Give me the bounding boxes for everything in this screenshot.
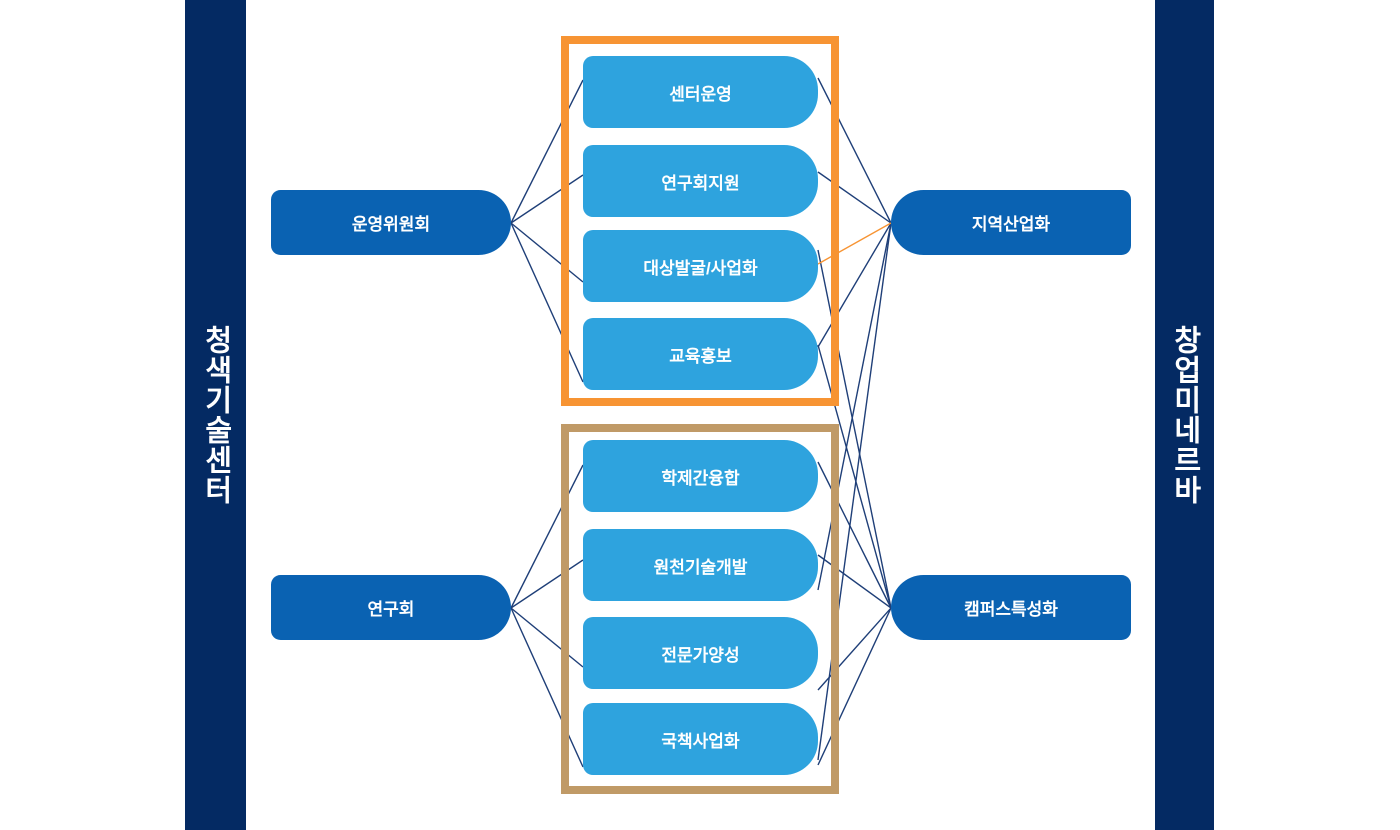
hub-operating-committee[interactable]: 운영위원회 xyxy=(271,190,511,255)
item-national-project-commercialization[interactable]: 국책사업화 xyxy=(583,703,818,775)
item-national-project-commercialization-label: 국책사업화 xyxy=(661,731,740,751)
item-interdisciplinary-convergence-label: 학제간융합 xyxy=(661,468,740,488)
item-interdisciplinary-convergence[interactable]: 학제간융합 xyxy=(583,440,818,512)
item-center-operation[interactable]: 센터운영 xyxy=(583,56,818,128)
item-expert-training-label: 전문가양성 xyxy=(661,645,740,665)
item-target-discovery-commercialization-label: 대상발굴/사업화 xyxy=(643,258,758,278)
item-research-society-support[interactable]: 연구회지원 xyxy=(583,145,818,217)
item-education-promotion[interactable]: 교육홍보 xyxy=(583,318,818,390)
hub-research-society-label: 연구회 xyxy=(367,600,415,619)
hub-regional-industrialization[interactable]: 지역산업화 xyxy=(891,190,1131,255)
item-education-promotion-label: 교육홍보 xyxy=(669,346,732,366)
item-core-technology-development[interactable]: 원천기술개발 xyxy=(583,529,818,601)
hub-regional-industrialization-label: 지역산업화 xyxy=(971,215,1051,234)
item-center-operation-label: 센터운영 xyxy=(669,84,732,104)
hub-research-society[interactable]: 연구회 xyxy=(271,575,511,640)
group-frame-top xyxy=(561,36,839,406)
side-bar-left: 청색기술센터 xyxy=(185,0,246,830)
item-research-society-support-label: 연구회지원 xyxy=(661,173,740,193)
side-bar-right-label: 창업미네르바 xyxy=(1168,325,1201,505)
side-bar-left-label: 청색기술센터 xyxy=(199,325,232,505)
item-expert-training[interactable]: 전문가양성 xyxy=(583,617,818,689)
item-core-technology-development-label: 원천기술개발 xyxy=(653,557,748,577)
hub-campus-specialization-label: 캠퍼스특성화 xyxy=(964,600,1058,619)
group-frame-bottom xyxy=(561,424,839,794)
item-target-discovery-commercialization[interactable]: 대상발굴/사업화 xyxy=(583,230,818,302)
hub-operating-committee-label: 운영위원회 xyxy=(351,215,431,234)
side-bar-right: 창업미네르바 xyxy=(1155,0,1214,830)
hub-campus-specialization[interactable]: 캠퍼스특성화 xyxy=(891,575,1131,640)
